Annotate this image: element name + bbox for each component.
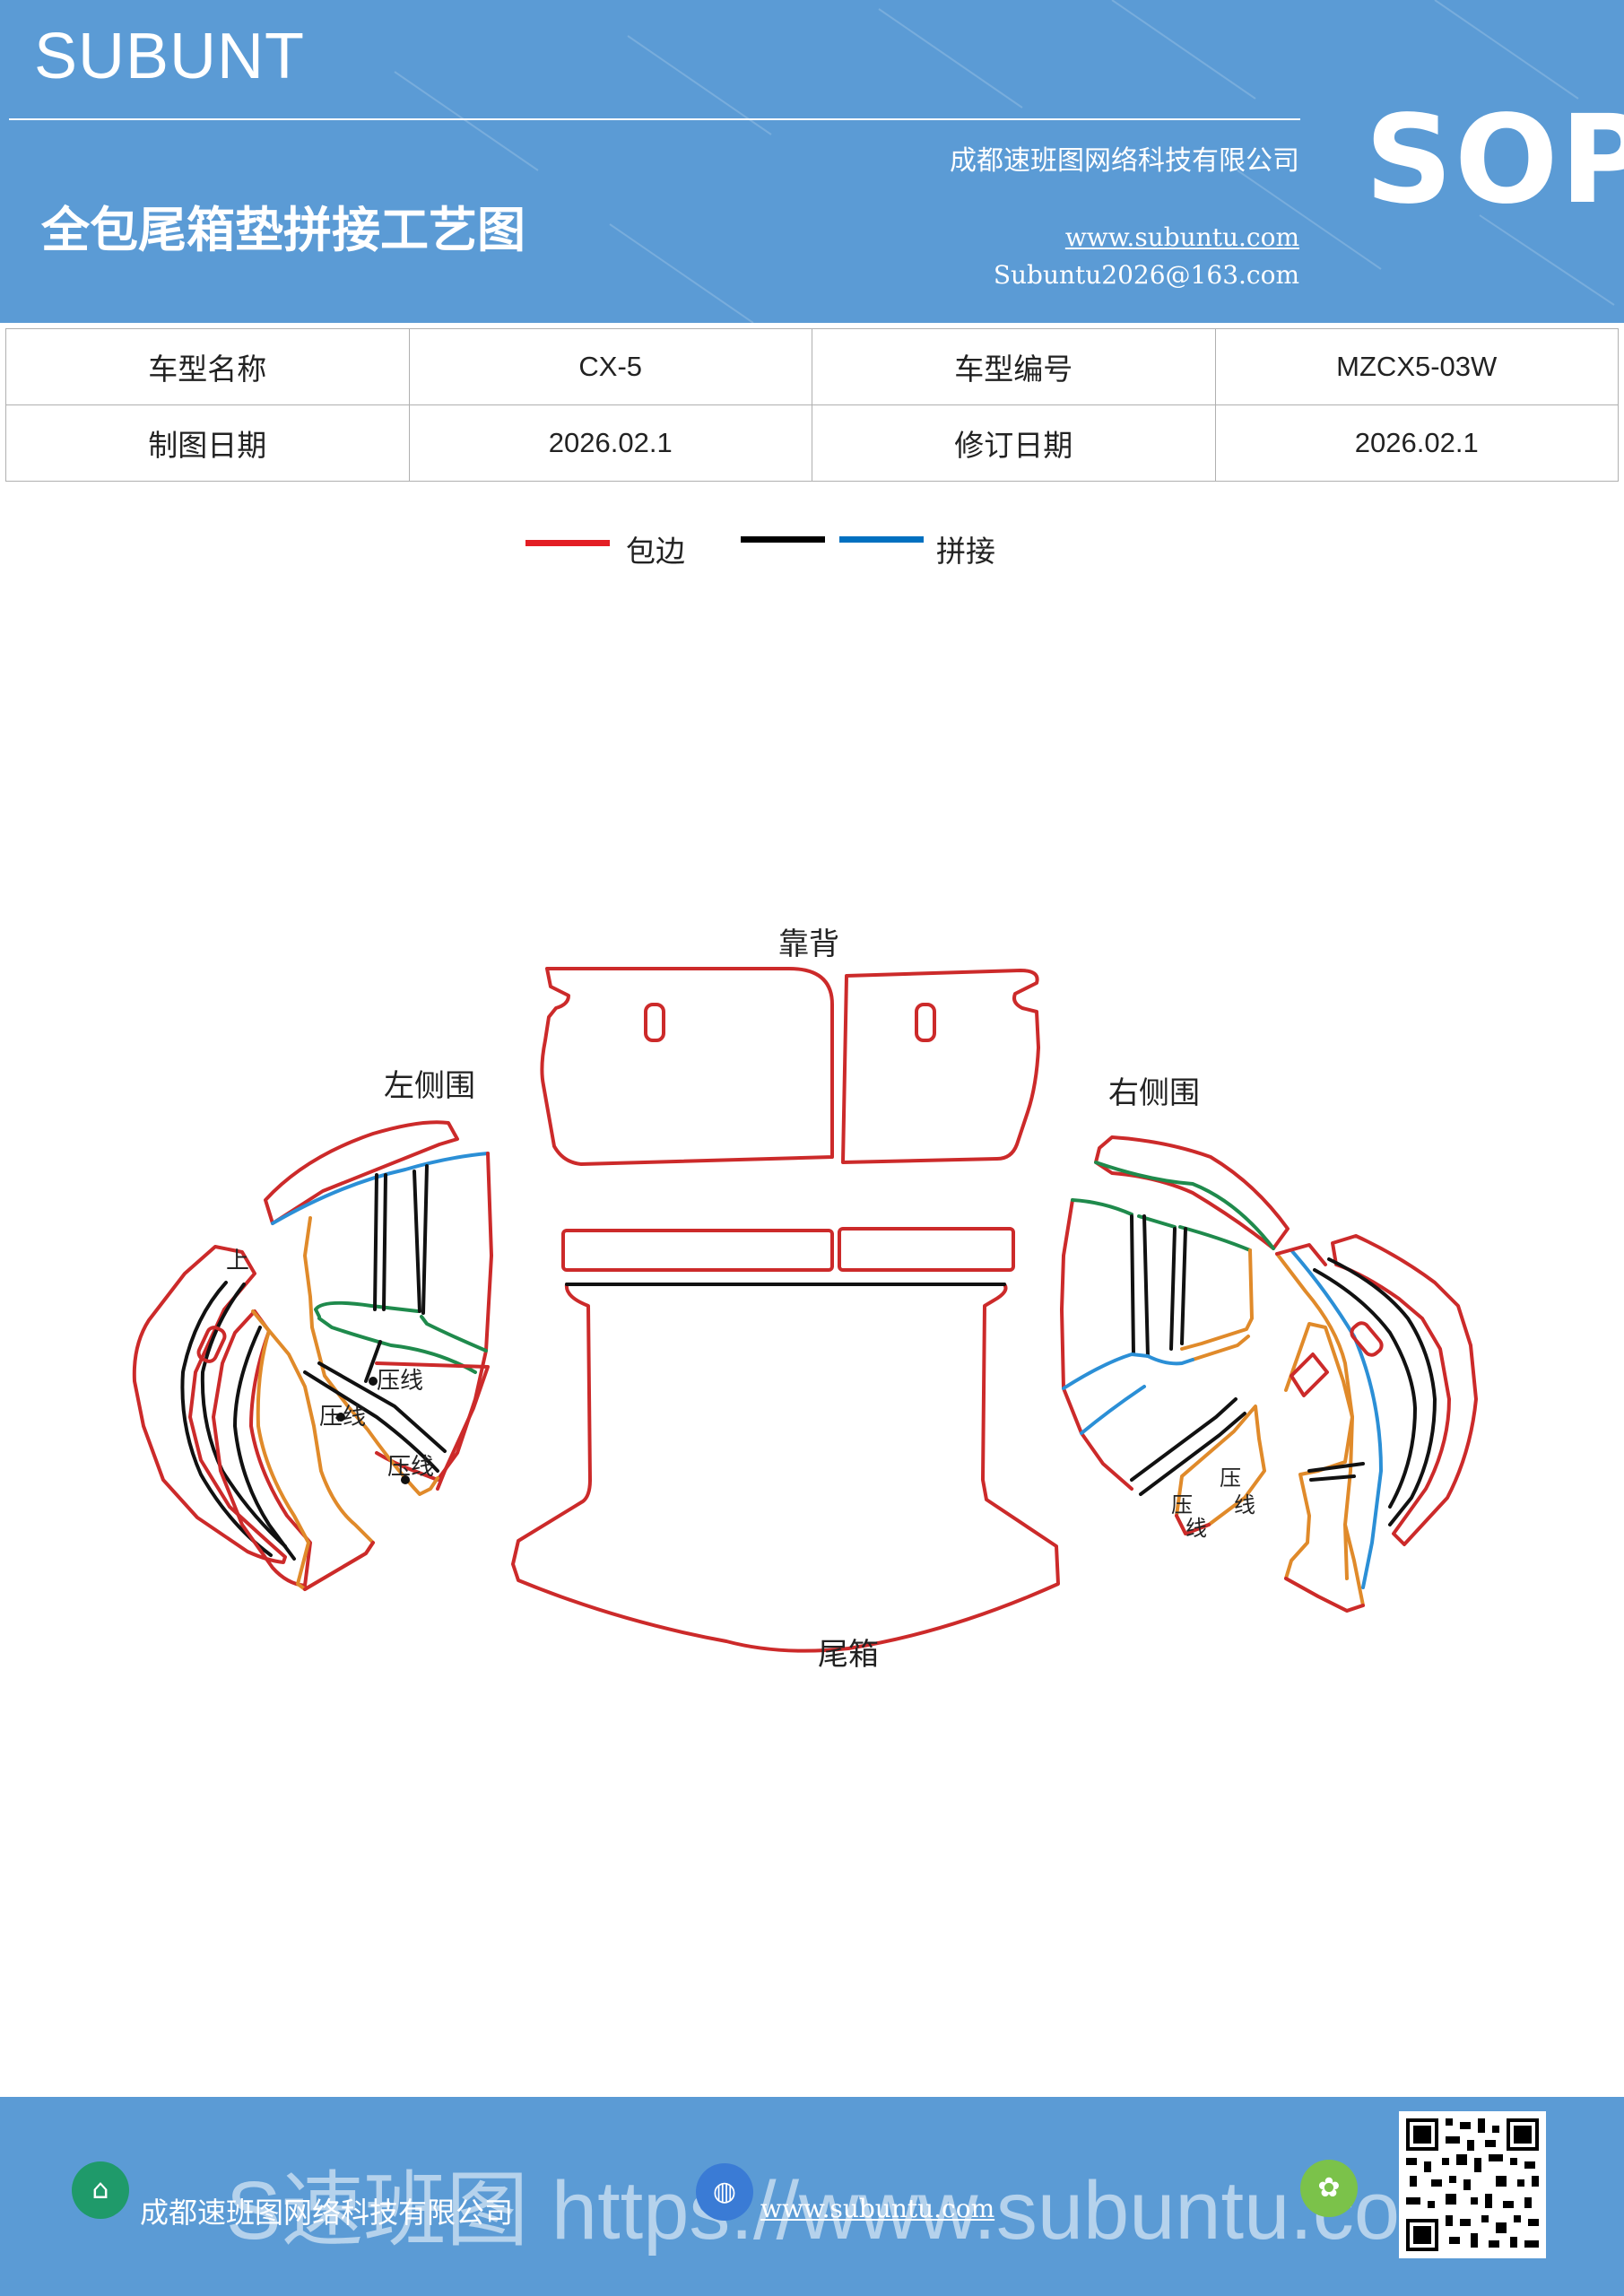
left-orange-seam <box>303 1216 439 1496</box>
right-green-top-seam <box>1094 1161 1275 1250</box>
left-green-seam-a <box>314 1300 420 1318</box>
press-line-v-top-1: 压 <box>1171 1492 1193 1518</box>
left-small-slot <box>196 1326 227 1363</box>
footer-company: 成都速班图网络科技有限公司 <box>140 2196 514 2230</box>
legend-swatch-red <box>525 540 610 546</box>
website-link[interactable]: www.subuntu.com <box>1064 222 1299 252</box>
press-line-label-3: 压线 <box>387 1454 434 1481</box>
right-upper-shell <box>1094 1135 1290 1250</box>
right-blue-seam-a <box>1062 1352 1194 1390</box>
legend-label-edge: 包边 <box>626 534 685 569</box>
middle-strip-right <box>838 1227 1015 1272</box>
left-side-label: 左侧围 <box>384 1068 475 1104</box>
table-row: 制图日期 2026.02.1 修订日期 2026.02.1 <box>5 404 1619 482</box>
right-small-slot <box>1350 1321 1384 1357</box>
left-black-seams <box>303 1164 447 1473</box>
table-row: 车型名称 CX-5 车型编号 MZCX5-03W <box>5 328 1619 405</box>
right-press-region-red <box>1175 1514 1211 1535</box>
press-line-v-bot-1: 线 <box>1185 1516 1207 1541</box>
left-main-block <box>375 1152 493 1482</box>
press-line-label-1: 压线 <box>377 1368 423 1395</box>
legend-swatch-black <box>741 536 825 543</box>
left-green-seam-b <box>420 1315 488 1352</box>
left-red-lower-edge <box>303 1541 375 1591</box>
building-icon: ⌂ <box>72 2161 129 2219</box>
backrest-right-panel <box>841 969 1040 1164</box>
wechat-icon: ✿ <box>1300 2160 1358 2217</box>
left-green-seam-c <box>317 1317 477 1374</box>
value-vehicle-code: MZCX5-03W <box>1214 328 1619 405</box>
right-inner-arc-2 <box>1313 1268 1417 1509</box>
left-top-blue-seam <box>271 1152 490 1225</box>
trunk-floor-panel <box>511 1283 1060 1653</box>
press-line-v-top-2: 压 <box>1220 1465 1241 1491</box>
right-green-seam-a <box>1071 1198 1252 1252</box>
backrest-left-panel <box>540 967 834 1166</box>
backrest-label: 靠背 <box>778 926 839 962</box>
value-draw-date: 2026.02.1 <box>408 404 812 482</box>
legend-label-seam: 拼接 <box>936 534 995 569</box>
left-inner-arc-2 <box>200 1283 287 1548</box>
trunk-label: 尾箱 <box>818 1637 879 1673</box>
right-orange-curve <box>1275 1252 1354 1580</box>
value-revision-date: 2026.02.1 <box>1214 404 1619 482</box>
middle-strip-left <box>561 1229 834 1272</box>
value-vehicle-name: CX-5 <box>408 328 812 405</box>
left-outer-shell <box>132 1245 287 1564</box>
left-inner-arc-1 <box>180 1281 273 1557</box>
right-side-panel-group <box>1060 1135 1478 1613</box>
qr-code-icon <box>1399 2111 1546 2258</box>
sop-badge: SOP <box>1365 90 1624 231</box>
left-press-region-outline <box>375 1361 490 1491</box>
right-outer-shell <box>1331 1234 1478 1546</box>
document-title: 全包尾箱垫拼接工艺图 <box>41 202 525 258</box>
header-divider <box>9 118 1300 120</box>
up-mark: 上 <box>226 1248 249 1274</box>
right-orange-block <box>1180 1248 1254 1361</box>
left-mid-shell <box>212 1309 312 1587</box>
right-main-block <box>1060 1198 1133 1491</box>
label-draw-date: 制图日期 <box>5 404 410 482</box>
vehicle-info-table: 车型名称 CX-5 车型编号 MZCX5-03W 制图日期 2026.02.1 … <box>5 328 1619 482</box>
company-name: 成都速班图网络科技有限公司 <box>950 145 1299 177</box>
left-lower-orange-panel <box>251 1309 375 1591</box>
press-dot <box>401 1475 410 1484</box>
right-blue-curve <box>1290 1248 1383 1589</box>
left-upper-shell <box>264 1120 459 1225</box>
globe-icon: ◍ <box>696 2163 753 2221</box>
headrest-slot-left <box>644 1003 665 1042</box>
right-blue-seam-b <box>1080 1385 1146 1435</box>
right-diamond-slot <box>1290 1352 1329 1397</box>
right-lower-black <box>1307 1462 1365 1482</box>
right-lower-red <box>1284 1577 1365 1613</box>
right-inner-arc-1 <box>1327 1257 1437 1526</box>
legend: 包边 拼接 <box>0 527 1624 572</box>
footer-watermark: S速班图 https://www.subuntu.com <box>226 2165 1469 2257</box>
footer-website-link[interactable]: www.subuntu.com <box>760 2194 995 2223</box>
right-black-seams <box>1130 1214 1246 1496</box>
left-mid-arc <box>233 1326 296 1561</box>
headrest-slot-right <box>915 1003 936 1042</box>
brand-name: SUBUNT <box>34 21 306 92</box>
legend-swatch-blue <box>839 536 924 543</box>
press-line-v-bot-2: 线 <box>1234 1492 1255 1518</box>
press-dot <box>369 1377 378 1386</box>
press-dot <box>336 1413 345 1422</box>
label-revision-date: 修订日期 <box>812 404 1216 482</box>
email-address: Subuntu2026@163.com <box>993 260 1299 290</box>
right-side-label: 右侧围 <box>1108 1075 1200 1111</box>
left-side-panel-group <box>132 1120 493 1591</box>
right-mid-shell <box>1275 1243 1327 1266</box>
footer-banner: S速班图 https://www.subuntu.com ⌂ 成都速班图网络科技… <box>0 2097 1624 2296</box>
